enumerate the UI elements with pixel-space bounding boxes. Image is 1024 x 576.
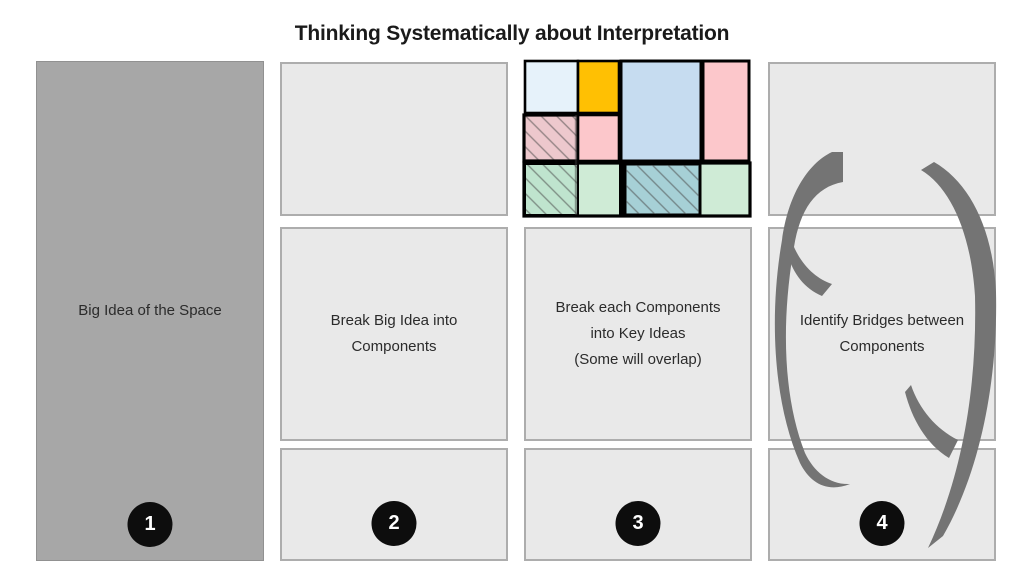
step-1-panel: Big Idea of the Space 1 — [36, 61, 264, 561]
step-1-label: Big Idea of the Space — [78, 301, 222, 319]
mosaic-cell-pink — [576, 113, 621, 163]
step-3-label: Break each Components into Key Ideas (So… — [555, 298, 721, 369]
step-2-bottom-box: 2 — [280, 448, 508, 561]
step-4-panel: Identify Bridges between Components — [768, 227, 996, 441]
treemap-mosaic-icon — [522, 59, 752, 218]
step-2-label: Break Big Idea into Components — [330, 311, 458, 355]
step-4-bottom-box: 4 — [768, 448, 996, 561]
mosaic-cell-light-blue — [523, 59, 580, 115]
step-2-number-badge: 2 — [371, 501, 417, 546]
mosaic-cell-pink-hatch-overlay — [525, 116, 577, 160]
step-3-bottom-box: 3 — [524, 448, 752, 561]
mosaic-cell-green-hatch-overlay — [526, 165, 577, 214]
page-title: Thinking Systematically about Interpreta… — [294, 22, 730, 45]
mosaic-cell-teal-hatch-overlay — [626, 165, 699, 214]
step-2-top-box — [280, 62, 508, 216]
step-2-panel: Break Big Idea into Components — [280, 227, 508, 441]
step-4-number-badge: 4 — [859, 501, 905, 546]
mosaic-cell-orange — [576, 59, 621, 115]
mosaic-cell-blue — [619, 59, 703, 163]
step-1-number-badge: 1 — [127, 502, 173, 547]
step-4-top-box — [768, 62, 996, 216]
mosaic-cell-pink-tall — [701, 59, 751, 163]
step-3-number-badge: 3 — [615, 501, 661, 546]
step-3-panel: Break each Components into Key Ideas (So… — [524, 227, 752, 441]
step-4-label: Identify Bridges between Components — [799, 311, 965, 355]
